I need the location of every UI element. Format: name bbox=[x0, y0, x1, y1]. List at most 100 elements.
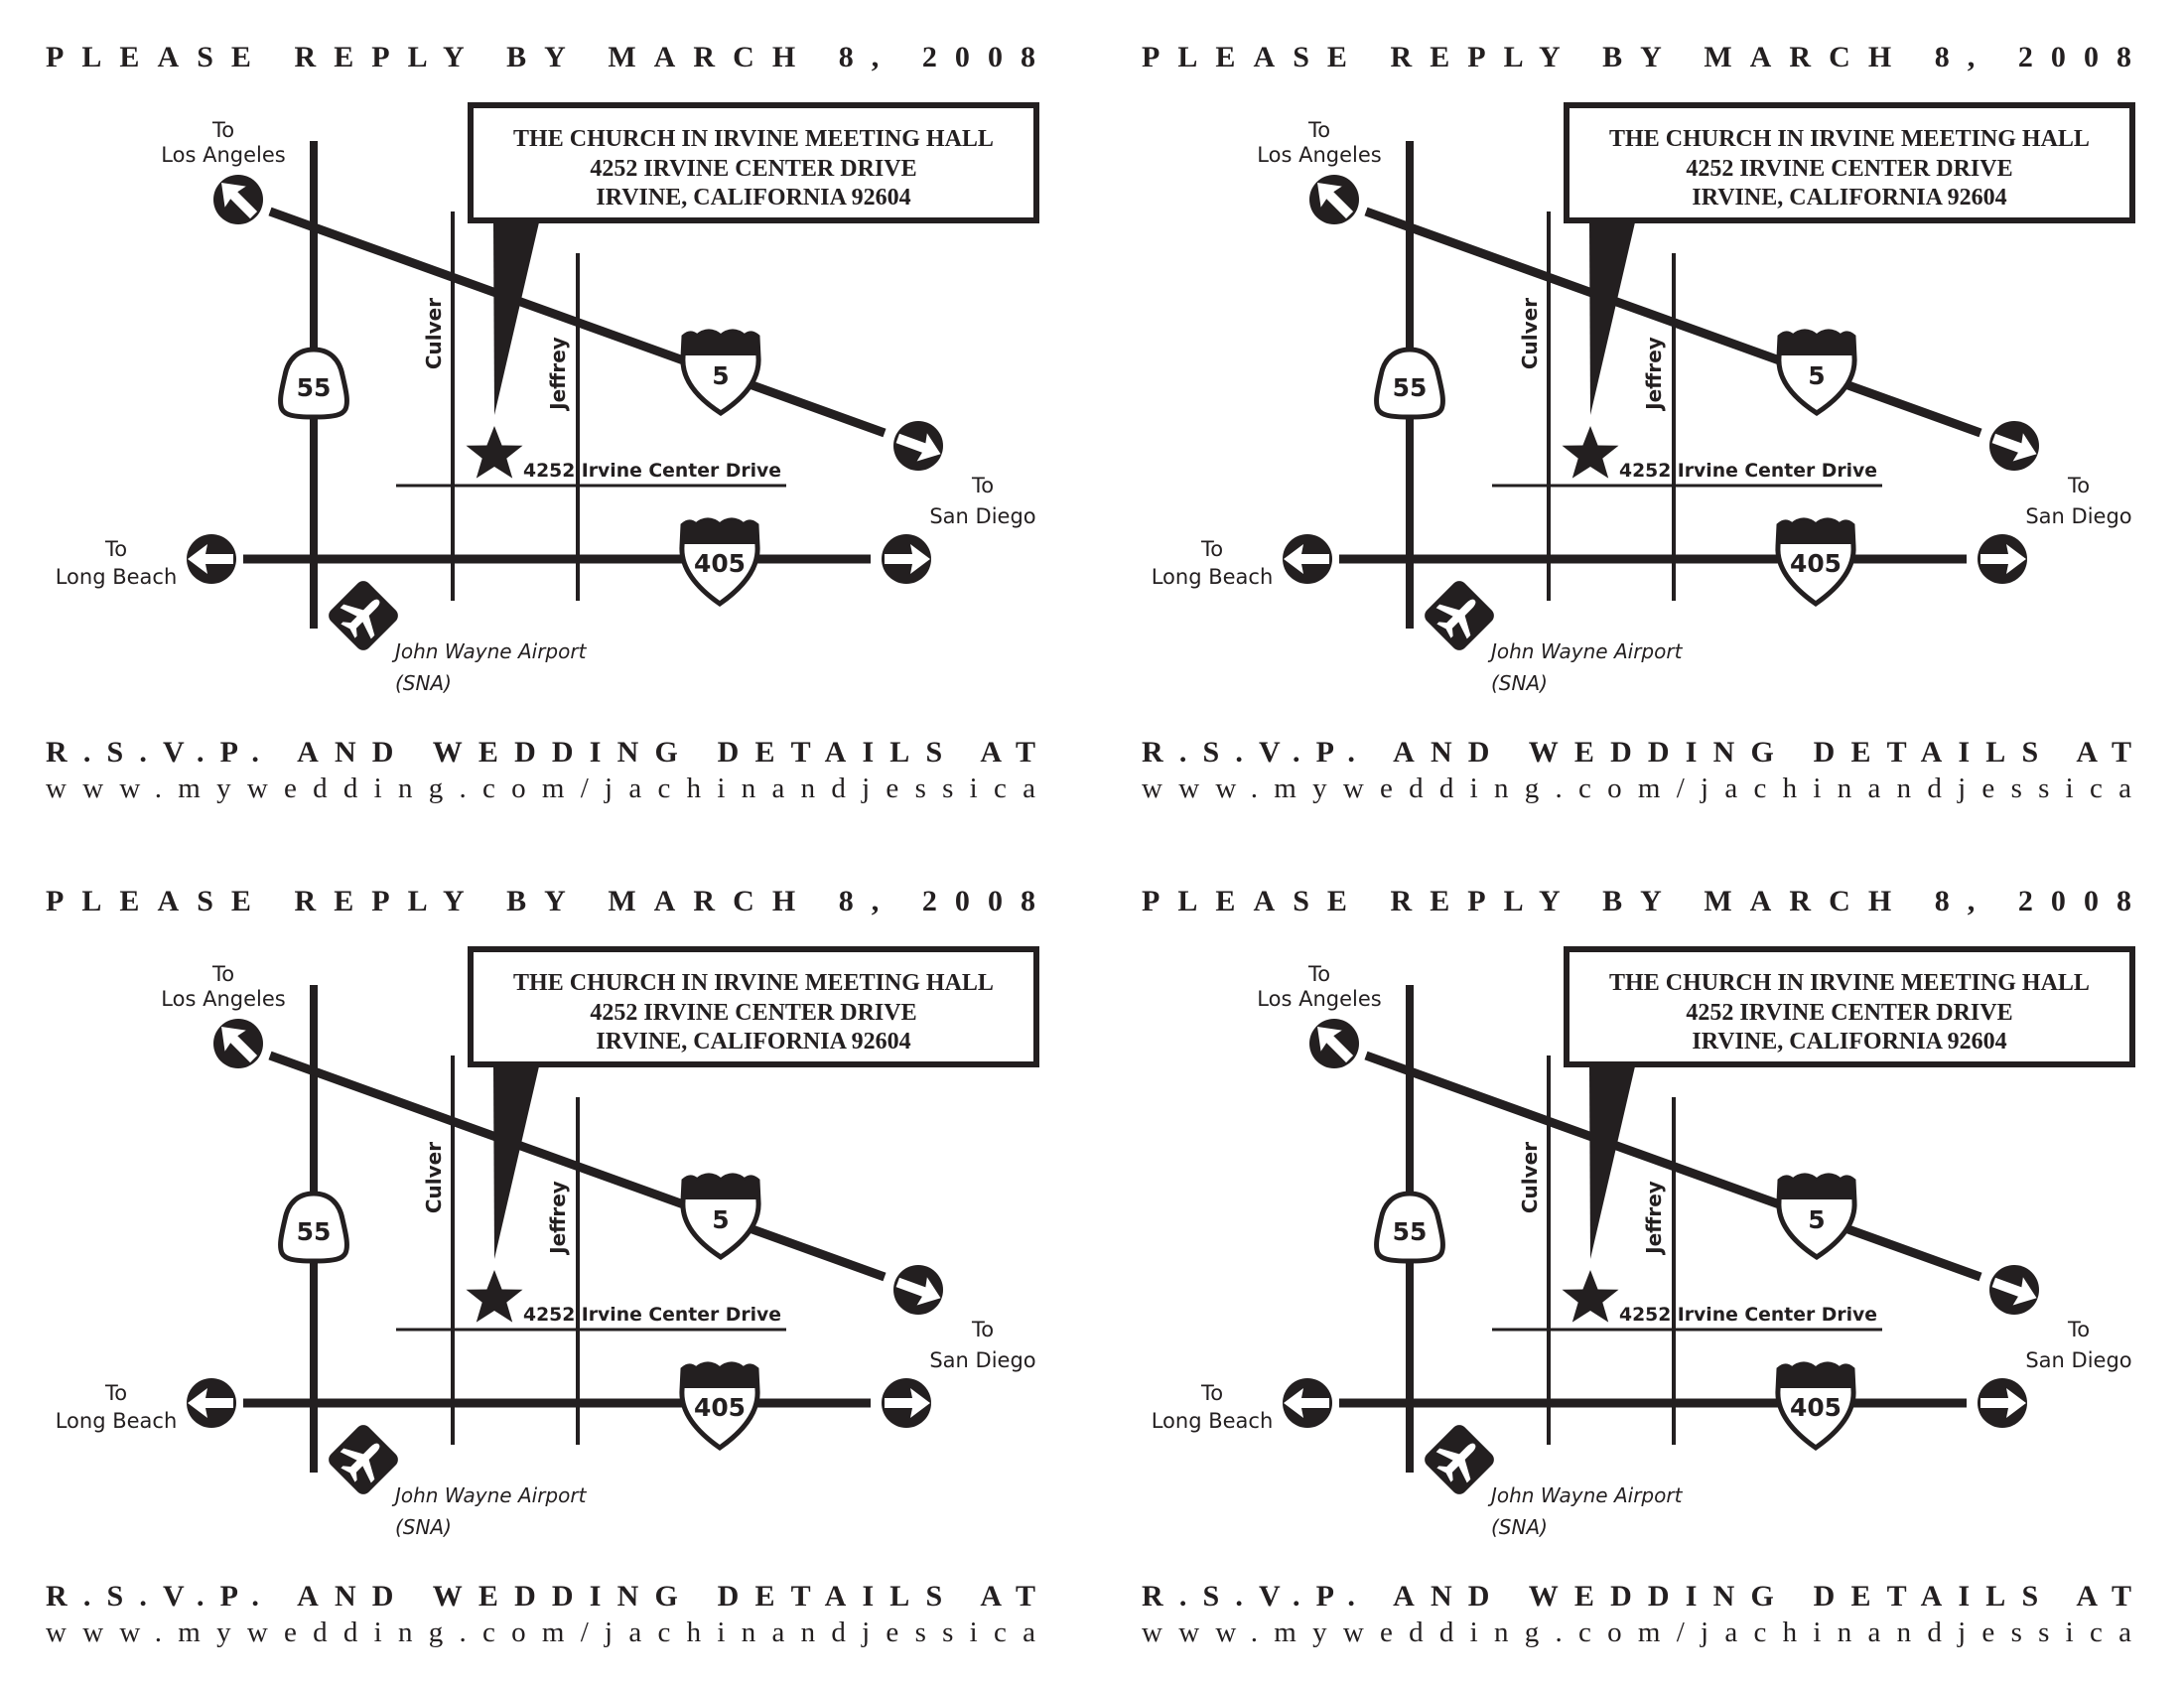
los-angeles-label: Los Angeles bbox=[161, 143, 285, 167]
callout-pointer bbox=[1589, 222, 1635, 415]
route-55-shield: 55 bbox=[1374, 1191, 1445, 1264]
airplane-icon bbox=[340, 599, 380, 639]
jeffrey-label: Jeffrey bbox=[1642, 1181, 1666, 1256]
star-icon bbox=[466, 1270, 523, 1323]
destination-label: 4252 Irvine Center Drive bbox=[523, 460, 781, 482]
destination-label: 4252 Irvine Center Drive bbox=[523, 1304, 781, 1326]
reply-by-heading: PLEASE REPLY BY MARCH 8, 2008 bbox=[1142, 885, 2131, 917]
state-route-shield-icon bbox=[278, 347, 349, 420]
venue-callout: THE CHURCH IN IRVINE MEETING HALL 4252 I… bbox=[1564, 102, 2135, 415]
interstate-405-number: 405 bbox=[694, 549, 746, 578]
interstate-5-road bbox=[268, 207, 887, 438]
state-route-shield-icon bbox=[278, 1191, 349, 1264]
long-beach-prefix: To bbox=[1200, 1381, 1223, 1405]
route-55-shield: 55 bbox=[278, 347, 349, 420]
direction-long-beach: To Long Beach bbox=[1152, 534, 1332, 589]
interstate-5-road bbox=[268, 1051, 887, 1282]
los-angeles-label: Los Angeles bbox=[161, 987, 285, 1011]
rsvp-card-2: PLEASE REPLY BY MARCH 8, 2008 THE CHURCH… bbox=[1096, 0, 2184, 844]
los-angeles-prefix: To bbox=[211, 118, 234, 142]
star-icon bbox=[466, 426, 523, 479]
direction-los-angeles: To Los Angeles bbox=[161, 118, 286, 224]
culver-label: Culver bbox=[1518, 1142, 1542, 1213]
interstate-405-number: 405 bbox=[694, 1393, 746, 1422]
route-55-number: 55 bbox=[297, 373, 332, 402]
arrow-west-icon bbox=[1283, 1378, 1332, 1428]
direction-san-diego: To San Diego bbox=[1989, 421, 2132, 528]
venue-box bbox=[468, 102, 1039, 223]
interstate-shield-band bbox=[682, 1364, 757, 1388]
airport-marker: John Wayne Airport (SNA) bbox=[329, 581, 588, 695]
rsvp-url-link[interactable]: www.mywedding.com/jachinandjessica bbox=[46, 1617, 1035, 1648]
arrow-west-icon bbox=[187, 534, 236, 584]
san-diego-prefix: To bbox=[971, 474, 994, 497]
arrow-east-icon bbox=[882, 1378, 931, 1428]
arrow-southeast-icon bbox=[1989, 421, 2039, 471]
venue-city: IRVINE, CALIFORNIA 92604 bbox=[1692, 1029, 2006, 1055]
route-55-shield: 55 bbox=[278, 1191, 349, 1264]
arrow-northwest-icon bbox=[1309, 1019, 1359, 1068]
reply-by-heading: PLEASE REPLY BY MARCH 8, 2008 bbox=[1142, 41, 2131, 73]
culver-label: Culver bbox=[422, 298, 446, 369]
venue-box bbox=[1564, 946, 2135, 1067]
long-beach-label: Long Beach bbox=[56, 1409, 178, 1433]
direction-long-beach: To Long Beach bbox=[56, 1378, 236, 1433]
callout-pointer bbox=[493, 1066, 539, 1259]
venue-street: 4252 IRVINE CENTER DRIVE bbox=[590, 156, 916, 182]
los-angeles-prefix: To bbox=[211, 962, 234, 986]
san-diego-prefix: To bbox=[971, 1318, 994, 1341]
airplane-icon bbox=[340, 1443, 380, 1483]
rsvp-url-link[interactable]: www.mywedding.com/jachinandjessica bbox=[1142, 773, 2131, 804]
map: THE CHURCH IN IRVINE MEETING HALL 4252 I… bbox=[56, 102, 1039, 695]
san-diego-prefix: To bbox=[2067, 1318, 2090, 1341]
venue-callout: THE CHURCH IN IRVINE MEETING HALL 4252 I… bbox=[468, 102, 1039, 415]
route-55-shield: 55 bbox=[1374, 347, 1445, 420]
destination-label: 4252 Irvine Center Drive bbox=[1619, 460, 1877, 482]
rsvp-url-link[interactable]: www.mywedding.com/jachinandjessica bbox=[1142, 1617, 2131, 1648]
interstate-shield-band bbox=[1778, 1364, 1853, 1388]
card-artwork: PLEASE REPLY BY MARCH 8, 2008 THE CHURCH… bbox=[46, 41, 1039, 804]
airport-code: (SNA) bbox=[1491, 1515, 1548, 1539]
san-diego-label: San Diego bbox=[2025, 1348, 2131, 1372]
rsvp-heading: R.S.V.P. AND WEDDING DETAILS AT bbox=[1142, 736, 2131, 769]
arrow-southeast-icon bbox=[1989, 1265, 2039, 1315]
interstate-405-shield: 405 bbox=[679, 517, 760, 608]
direction-los-angeles: To Los Angeles bbox=[161, 962, 286, 1068]
arrow-east-icon bbox=[1978, 534, 2027, 584]
los-angeles-prefix: To bbox=[1307, 962, 1330, 986]
venue-box bbox=[1564, 102, 2135, 223]
los-angeles-label: Los Angeles bbox=[1257, 143, 1381, 167]
callout-pointer bbox=[1589, 1066, 1635, 1259]
arrow-west-icon bbox=[187, 1378, 236, 1428]
map: THE CHURCH IN IRVINE MEETING HALL 4252 I… bbox=[1152, 102, 2135, 695]
airport-marker: John Wayne Airport (SNA) bbox=[1425, 581, 1684, 695]
culver-label: Culver bbox=[1518, 298, 1542, 369]
long-beach-label: Long Beach bbox=[1152, 565, 1274, 589]
rsvp-url-link[interactable]: www.mywedding.com/jachinandjessica bbox=[46, 773, 1035, 804]
jeffrey-label: Jeffrey bbox=[546, 337, 570, 412]
route-55-number: 55 bbox=[1393, 373, 1428, 402]
rsvp-card-3: PLEASE REPLY BY MARCH 8, 2008 THE CHURCH… bbox=[0, 844, 1092, 1688]
airport-marker: John Wayne Airport (SNA) bbox=[329, 1425, 588, 1539]
los-angeles-label: Los Angeles bbox=[1257, 987, 1381, 1011]
interstate-5-road bbox=[1364, 207, 1982, 438]
reply-by-heading: PLEASE REPLY BY MARCH 8, 2008 bbox=[46, 885, 1035, 917]
card-artwork: PLEASE REPLY BY MARCH 8, 2008 THE CHURCH… bbox=[1142, 41, 2135, 804]
rsvp-heading: R.S.V.P. AND WEDDING DETAILS AT bbox=[46, 736, 1035, 769]
arrow-east-icon bbox=[1978, 1378, 2027, 1428]
arrow-northwest-icon bbox=[1309, 175, 1359, 224]
arrow-southeast-icon bbox=[893, 421, 943, 471]
venue-city: IRVINE, CALIFORNIA 92604 bbox=[596, 185, 910, 211]
direction-san-diego: To San Diego bbox=[893, 421, 1036, 528]
arrow-northwest-icon bbox=[213, 175, 263, 224]
airport-code: (SNA) bbox=[395, 671, 452, 695]
direction-los-angeles: To Los Angeles bbox=[1257, 962, 1382, 1068]
venue-name: THE CHURCH IN IRVINE MEETING HALL bbox=[513, 970, 994, 996]
san-diego-label: San Diego bbox=[2025, 504, 2131, 528]
route-55-number: 55 bbox=[1393, 1217, 1428, 1246]
destination-label: 4252 Irvine Center Drive bbox=[1619, 1304, 1877, 1326]
arrow-west-icon bbox=[1283, 534, 1332, 584]
venue-city: IRVINE, CALIFORNIA 92604 bbox=[596, 1029, 910, 1055]
venue-callout: THE CHURCH IN IRVINE MEETING HALL 4252 I… bbox=[468, 946, 1039, 1259]
arrow-east-icon bbox=[882, 534, 931, 584]
